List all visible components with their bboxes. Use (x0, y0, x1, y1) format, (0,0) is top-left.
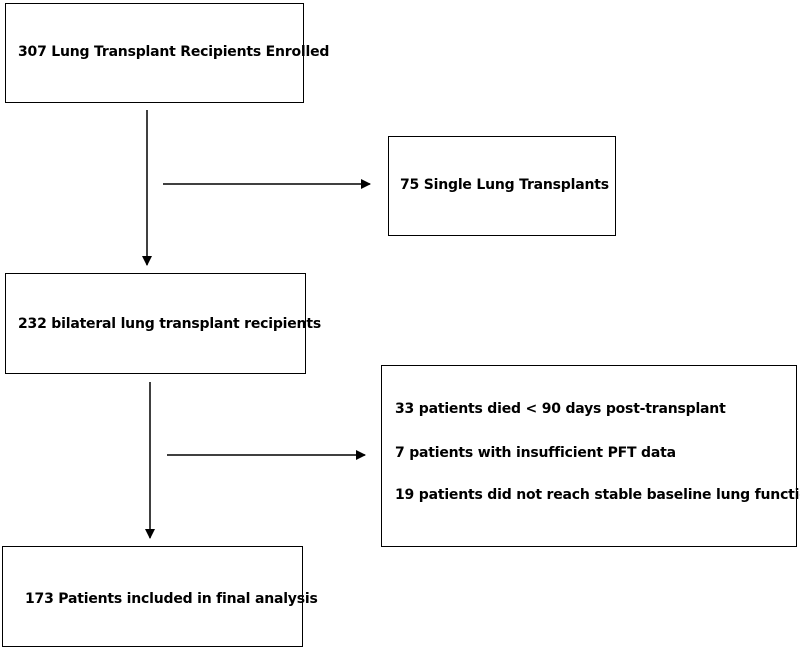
bilateral-box: 232 bilateral lung transplant recipients (5, 273, 321, 374)
enrolled-text: 307 Lung Transplant Recipients Enrolled (18, 44, 330, 60)
enrolled-box: 307 Lung Transplant Recipients Enrolled (5, 3, 329, 103)
exclusion-baseline: 19 patients did not reach stable baselin… (395, 487, 800, 503)
exclusions-box: 33 patients died < 90 days post-transpla… (381, 365, 800, 547)
exclusion-pft-data: 7 patients with insufficient PFT data (395, 445, 676, 461)
single-lung-text: 75 Single Lung Transplants (400, 177, 609, 193)
bilateral-text: 232 bilateral lung transplant recipients (18, 316, 321, 332)
final-analysis-box: 173 Patients included in final analysis (2, 546, 318, 647)
single-lung-box: 75 Single Lung Transplants (388, 136, 616, 236)
exclusion-died: 33 patients died < 90 days post-transpla… (395, 401, 726, 417)
final-analysis-text: 173 Patients included in final analysis (25, 591, 318, 607)
